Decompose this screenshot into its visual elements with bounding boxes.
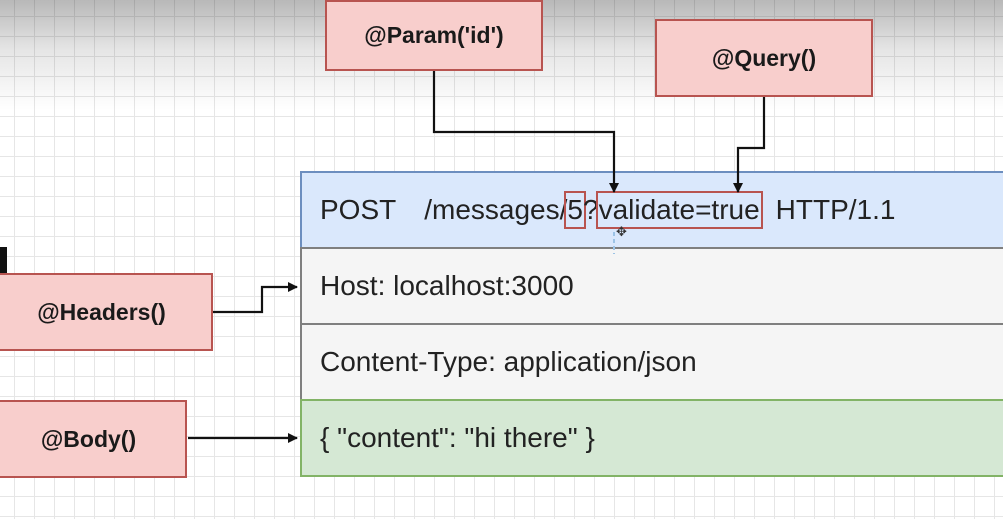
host-header-text: Host: localhost:3000 [320,270,574,301]
param-decorator-text: @Param('id') [364,22,504,48]
param-decorator-label: @Param('id') [325,0,543,71]
query-decorator-text: @Query() [711,44,817,71]
param-arrow [432,71,619,193]
host-header-line: Host: localhost:3000 [300,247,1003,325]
move-cursor-icon: ✥ [616,224,627,239]
http-protocol: HTTP/1.1 [775,194,896,225]
content-type-text: Content-Type: application/json [320,346,697,377]
request-line: POST/messages/5?validate=true HTTP/1.1 [300,171,1003,249]
url-path: /messages/ [424,194,568,225]
body-decorator-label: @Body() [0,400,187,478]
headers-decorator-text: @Headers() [37,298,166,325]
query-separator: ? [582,194,599,225]
headers-arrow [213,282,298,314]
query-arrow [733,97,766,193]
request-body-text: { "content": "hi there" } [320,422,595,453]
body-decorator-text: @Body() [40,425,137,452]
query-string-highlight: validate=true [595,191,763,229]
request-body-line: { "content": "hi there" } [300,399,1003,477]
headers-decorator-label: @Headers() [0,273,213,351]
http-method: POST [320,194,397,225]
query-decorator-label: @Query() [655,19,873,97]
route-param-highlight: 5 [564,191,586,229]
